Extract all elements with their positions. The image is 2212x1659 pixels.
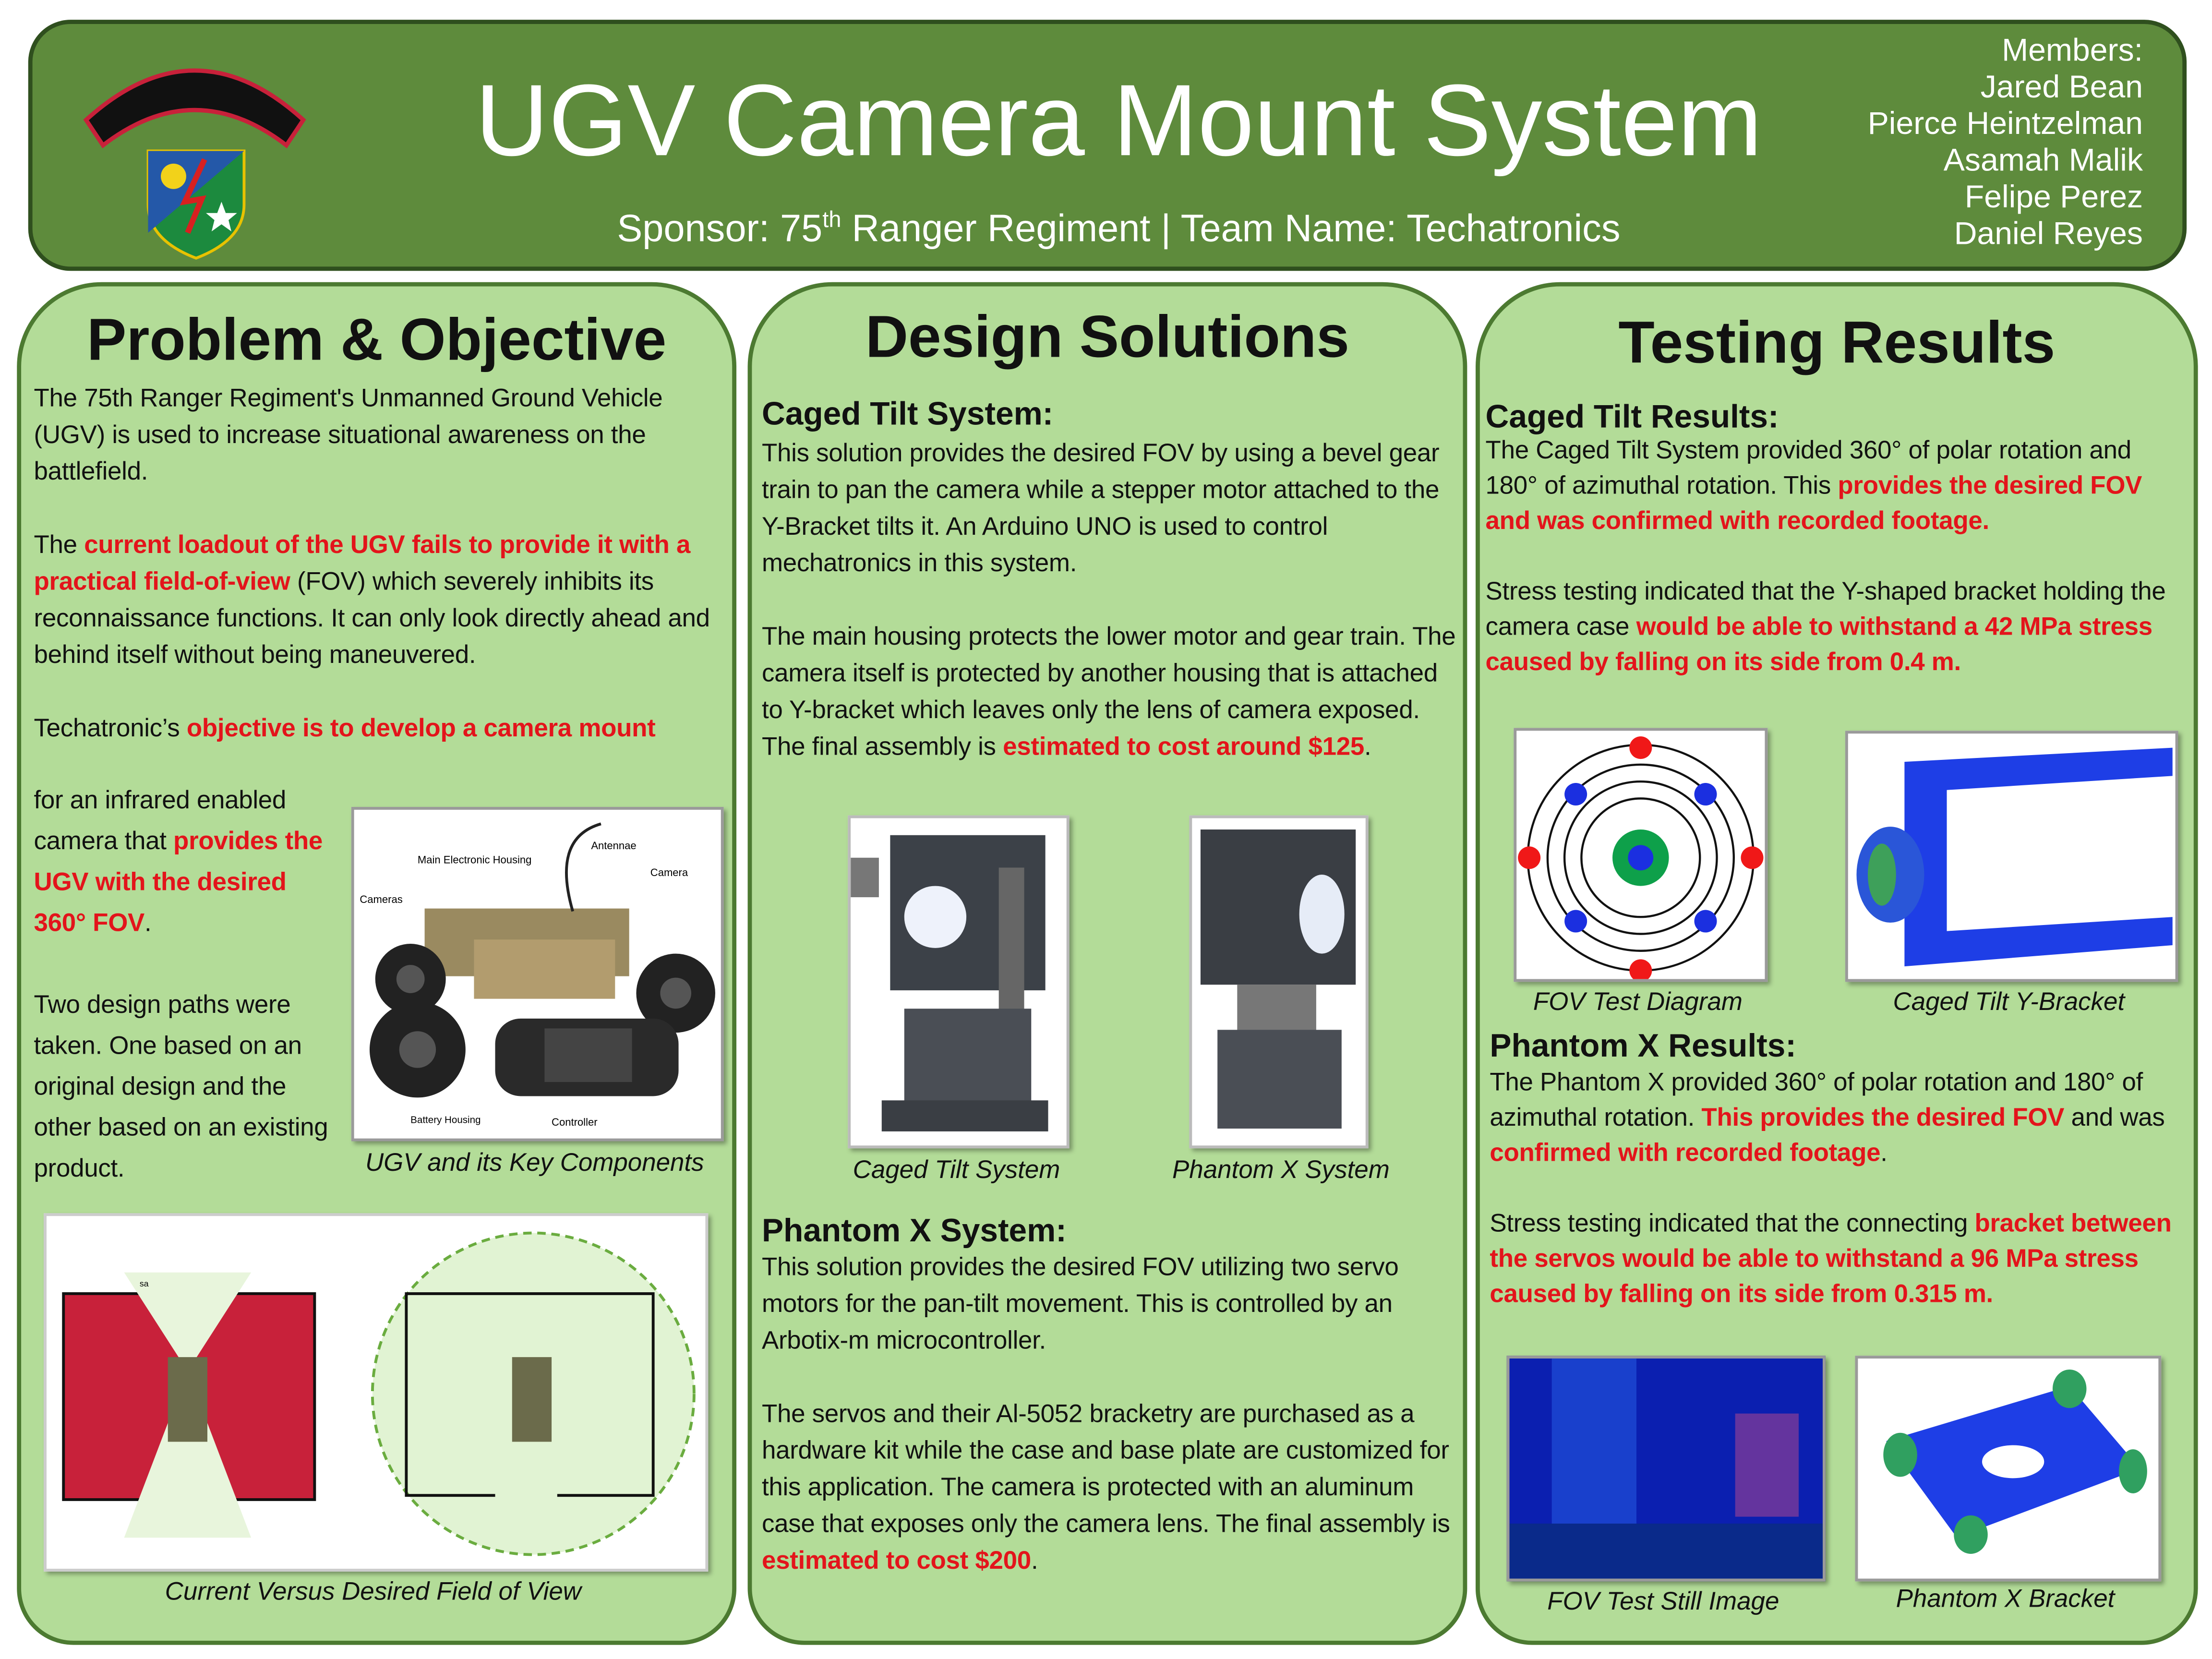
problem-paragraph: The current loadout of the UGV fails to …: [34, 526, 711, 673]
problem-panel: Problem & Objective The 75th Ranger Regi…: [17, 282, 737, 1645]
highlighted-text: objective is to develop a camera mount: [186, 714, 656, 742]
ugv-figure: Main Electronic Housing Antennae Camera …: [351, 806, 724, 1142]
body-text: This solution provides the desired FOV b…: [761, 438, 1440, 577]
problem-text: The 75th Ranger Regiment's Unmanned Grou…: [34, 380, 711, 746]
sponsor-sup: th: [822, 208, 842, 233]
caged-results-paragraph: The Caged Tilt System provided 360° of p…: [1486, 433, 2188, 539]
body-text: The main housing protects the lower moto…: [761, 622, 1456, 761]
poster-header: UGV Camera Mount System Sponsor: 75th Ra…: [28, 20, 2187, 271]
phantom-bracket-caption: Phantom X Bracket: [1896, 1584, 2115, 1613]
fov-test-diagram: [1514, 728, 1768, 982]
caged-tilt-render: [848, 815, 1070, 1149]
member-name: Daniel Reyes: [1954, 216, 2143, 252]
caged-paragraph: This solution provides the desired FOV b…: [762, 434, 1456, 581]
caged-results-title: Caged Tilt Results:: [1485, 397, 1779, 435]
body-text: The 75th Ranger Regiment's Unmanned Grou…: [34, 384, 663, 485]
body-text: and was: [2064, 1103, 2165, 1131]
body-text: .: [144, 908, 152, 937]
label-controller: Controller: [552, 1116, 598, 1128]
members-label: Members:: [2002, 32, 2143, 68]
design-heading: Design Solutions: [865, 303, 1349, 370]
phantom-paragraph: The servos and their Al-5052 bracketry a…: [762, 1395, 1459, 1578]
member-name: Jared Bean: [1980, 69, 2143, 105]
body-text: Techatronic’s: [34, 714, 187, 742]
body-text: The: [34, 530, 84, 559]
fov-label: sa: [140, 1279, 149, 1288]
sponsor-line: Sponsor: 75th Ranger Regiment | Team Nam…: [442, 207, 1796, 251]
testing-heading: Testing Results: [1618, 309, 2056, 375]
highlighted-text: provides the desired FOV and was confirm…: [1485, 471, 2142, 535]
poster-title: UGV Camera Mount System: [475, 65, 1762, 178]
phantom-x-title: Phantom X System:: [761, 1212, 1067, 1249]
highlighted-text: estimated to cost around $125: [1003, 732, 1365, 761]
label-antennae: Antennae: [591, 840, 636, 852]
phantom-results-paragraph: The Phantom X provided 360° of polar rot…: [1490, 1065, 2187, 1171]
caged-paragraph: The main housing protects the lower moto…: [762, 618, 1456, 765]
caged-tilt-caption: Caged Tilt System: [853, 1155, 1060, 1184]
highlighted-text: confirmed with recorded footage: [1490, 1138, 1881, 1167]
phantom-x-caption: Phantom X System: [1172, 1155, 1390, 1184]
caged-tilt-text: This solution provides the desired FOV b…: [762, 434, 1456, 801]
highlighted-text: bracket between the servos would be able…: [1490, 1209, 2172, 1308]
highlighted-text: would be able to withstand a 42 MPa stre…: [1485, 612, 2153, 676]
ugv-caption: UGV and its Key Components: [365, 1148, 704, 1177]
phantom-paragraph: This solution provides the desired FOV u…: [762, 1249, 1459, 1358]
fov-comparison-caption: Current Versus Desired Field of View: [165, 1577, 581, 1606]
testing-panel: Testing Results Caged Tilt Results: The …: [1475, 282, 2198, 1645]
highlighted-text: This provides the desired FOV: [1701, 1103, 2065, 1131]
member-name: Pierce Heintzelman: [1867, 106, 2143, 141]
body-text: This solution provides the desired FOV u…: [761, 1252, 1399, 1355]
problem-paragraph: The 75th Ranger Regiment's Unmanned Grou…: [34, 380, 711, 490]
body-text: .: [1031, 1546, 1038, 1575]
fov-still-image: [1506, 1356, 1826, 1582]
design-panel: Design Solutions Caged Tilt System: This…: [747, 282, 1467, 1645]
ranger-logo: [75, 35, 315, 261]
objective-line: Techatronic’s objective is to develop a …: [34, 709, 711, 746]
member-name: Felipe Perez: [1964, 179, 2143, 215]
sponsor-prefix: Sponsor: 75: [617, 207, 823, 250]
y-bracket-render: [1845, 731, 2178, 982]
body-text: Stress testing indicated that the connec…: [1490, 1209, 1975, 1238]
objective-text: for an infrared enabled camera that prov…: [34, 780, 333, 1226]
label-battery: Battery Housing: [410, 1114, 481, 1125]
fov-diagram-caption: FOV Test Diagram: [1533, 987, 1743, 1016]
body-text: The Caged Tilt System provided 360° of p…: [1485, 436, 2132, 500]
label-camera: Camera: [650, 866, 688, 878]
body-text: The Phantom X provided 360° of polar rot…: [1490, 1068, 2143, 1131]
problem-heading: Problem & Objective: [87, 306, 667, 373]
body-text: for an infrared enabled camera that: [34, 785, 287, 855]
caged-tilt-title: Caged Tilt System:: [761, 395, 1054, 432]
design-paths-paragraph: Two design paths were taken. One based o…: [34, 985, 333, 1189]
phantom-results-title: Phantom X Results:: [1490, 1027, 1796, 1064]
highlighted-text: provides the UGV with the desired 360° F…: [34, 827, 323, 937]
member-name: Asamah Malik: [1943, 142, 2143, 178]
label-cameras: Cameras: [360, 893, 402, 905]
phantom-x-render: [1189, 815, 1369, 1149]
body-text: (FOV) which severely inhibits its reconn…: [34, 567, 710, 669]
sponsor-suffix: Ranger Regiment | Team Name: Techatronic…: [841, 207, 1621, 250]
body-text: .: [1880, 1138, 1887, 1167]
body-text: Stress testing indicated that the Y-shap…: [1485, 577, 2166, 641]
objective-paragraph: for an infrared enabled camera that prov…: [34, 780, 333, 944]
caged-results-text: The Caged Tilt System provided 360° of p…: [1486, 433, 2188, 715]
caged-results-paragraph: Stress testing indicated that the Y-shap…: [1486, 574, 2188, 680]
phantom-x-text: This solution provides the desired FOV u…: [762, 1249, 1459, 1615]
body-text: .: [1364, 732, 1371, 761]
y-bracket-caption: Caged Tilt Y-Bracket: [1893, 987, 2125, 1016]
phantom-results-paragraph: Stress testing indicated that the connec…: [1490, 1206, 2187, 1312]
members-list: Members: Jared Bean Pierce Heintzelman A…: [1868, 33, 2143, 252]
body-text: Two design paths were taken. One based o…: [34, 990, 328, 1182]
phantom-bracket-render: [1855, 1356, 2162, 1582]
fov-still-caption: FOV Test Still Image: [1547, 1587, 1779, 1615]
phantom-results-text: The Phantom X provided 360° of polar rot…: [1490, 1065, 2187, 1347]
fov-comparison-figure: sa: [44, 1213, 709, 1572]
body-text: The servos and their Al-5052 bracketry a…: [761, 1399, 1450, 1538]
highlighted-text: estimated to cost $200: [761, 1546, 1031, 1575]
highlighted-text: current loadout of the UGV fails to prov…: [34, 530, 691, 596]
label-main-housing: Main Electronic Housing: [418, 854, 532, 866]
